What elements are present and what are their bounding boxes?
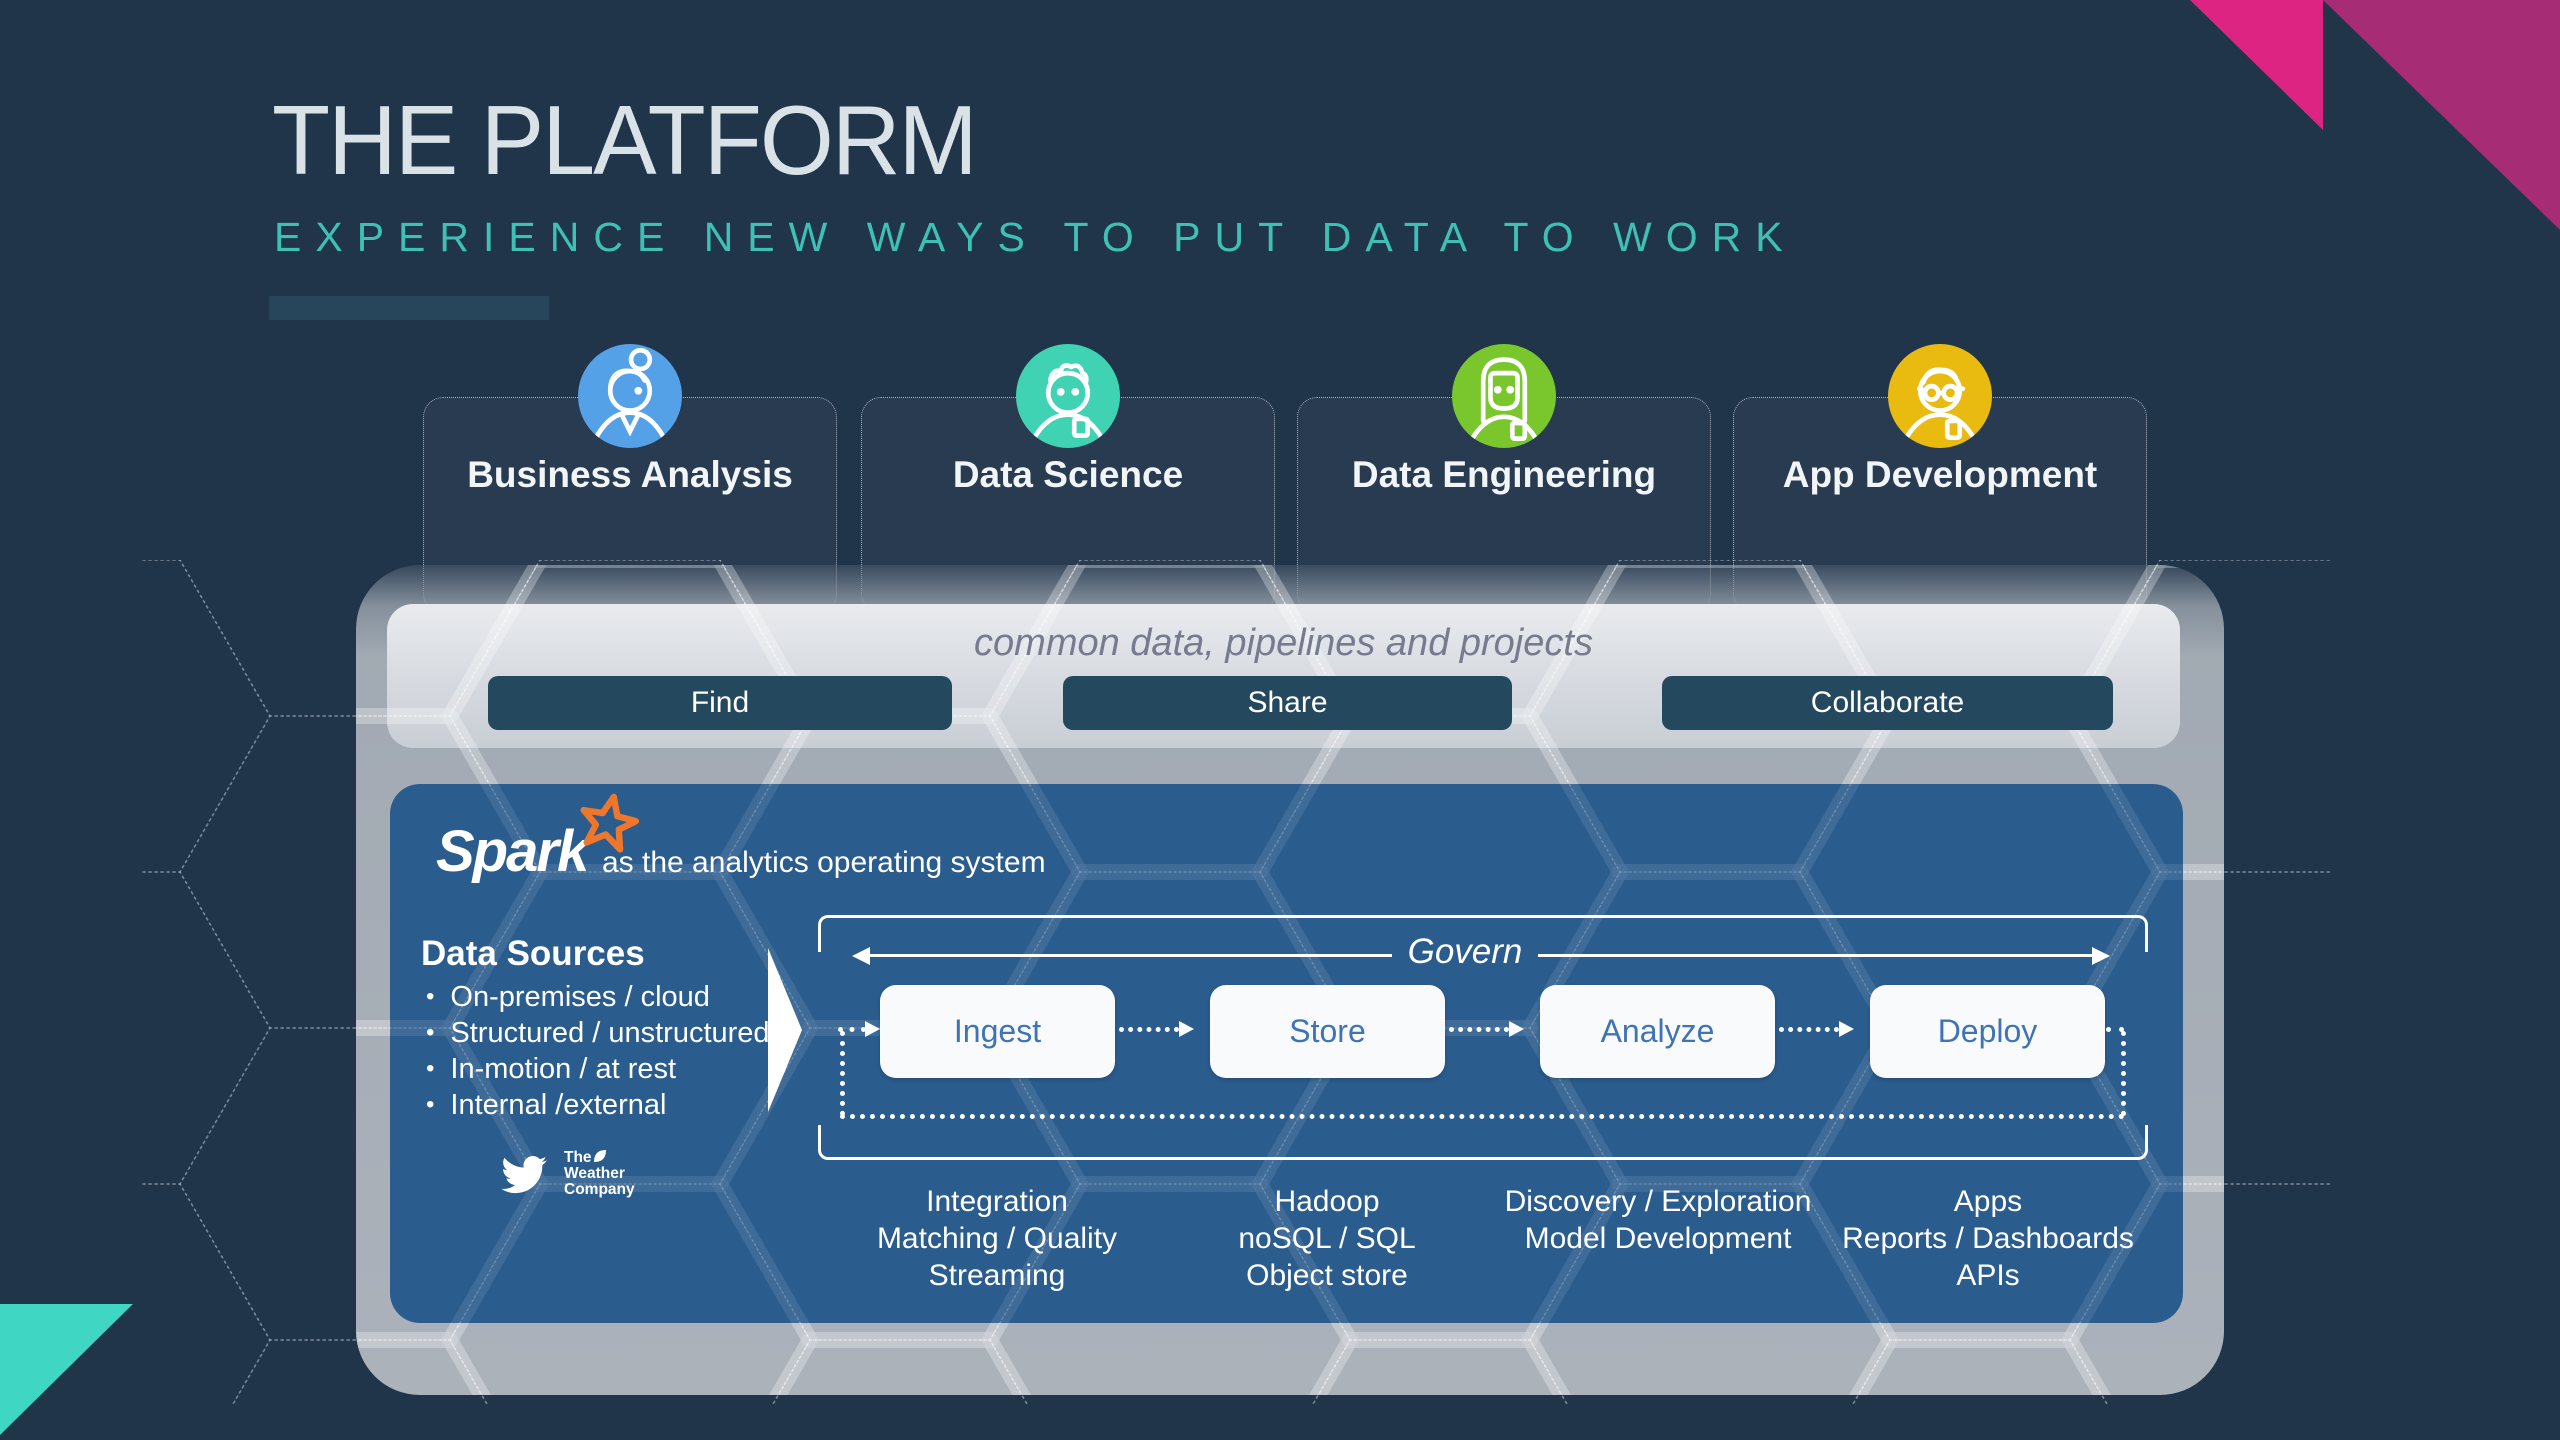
pipeline-stage-deploy[interactable]: Deploy xyxy=(1870,985,2105,1078)
spark-panel: Spark as the analytics operating system … xyxy=(390,784,2183,1323)
data-sources-item: Internal /external xyxy=(426,1088,770,1124)
persona-card-label: Business Analysis xyxy=(467,454,793,495)
accent-bar xyxy=(269,296,549,320)
spark-caption: as the analytics operating system xyxy=(602,846,1046,879)
capability-line: Integration xyxy=(926,1185,1068,1218)
govern-bracket-top xyxy=(818,915,2148,952)
govern-arrow-right xyxy=(1538,954,2096,957)
persona-card-label: Data Science xyxy=(952,454,1184,495)
platform-container: common data, pipelines and projects Find… xyxy=(356,565,2224,1395)
capability-line: Model Development xyxy=(1524,1222,1792,1255)
feedback-loop-exit xyxy=(2106,1027,2124,1032)
persona-card-label: App Development xyxy=(1782,454,2098,495)
pipeline-entry-arrow-icon xyxy=(865,1021,880,1037)
spark-star-icon xyxy=(580,793,640,853)
data-sources-title: Data Sources xyxy=(421,934,645,973)
pipeline-arrow-dash xyxy=(1779,1027,1839,1032)
page-subtitle: EXPERIENCE NEW WAYS TO PUT DATA TO WORK xyxy=(274,214,1797,260)
corner-triangle-magenta-icon xyxy=(2323,0,2560,230)
share-button[interactable]: Share xyxy=(1063,676,1512,730)
capability-line: Discovery / Exploration xyxy=(1504,1185,1812,1218)
capability-line: Matching / Quality xyxy=(876,1222,1118,1255)
pipeline-arrowhead-icon xyxy=(1179,1021,1194,1037)
feedback-loop-right xyxy=(2121,1031,2126,1116)
capability-line: Streaming xyxy=(928,1259,1066,1292)
capability-column-store: Hadoop noSQL / SQL Object store xyxy=(1107,1183,1547,1294)
corner-triangle-teal-icon xyxy=(0,1304,133,1435)
commons-caption: common data, pipelines and projects xyxy=(974,622,1593,664)
govern-label: Govern xyxy=(1407,932,1523,971)
govern-arrowhead-left-icon xyxy=(852,947,870,965)
persona-card-label: Data Engineering xyxy=(1351,454,1657,495)
business-analyst-avatar-icon xyxy=(578,344,682,448)
govern-arrowhead-right-icon xyxy=(2092,947,2110,965)
pipeline-stage-store[interactable]: Store xyxy=(1210,985,1445,1078)
weather-logo-line: Company xyxy=(564,1181,635,1198)
leaf-icon xyxy=(593,1150,606,1162)
capability-column-deploy: Apps Reports / Dashboards APIs xyxy=(1768,1183,2183,1294)
capability-column-ingest: Integration Matching / Quality Streaming xyxy=(777,1183,1217,1294)
corner-triangle-pink-icon xyxy=(2190,0,2323,130)
data-sources-logos: The Weather Company xyxy=(501,1150,635,1204)
govern-bracket-bottom xyxy=(818,1125,2148,1160)
twitter-icon xyxy=(501,1156,548,1194)
pipeline-arrowhead-icon xyxy=(1509,1021,1524,1037)
data-sources-item: Structured / unstructured xyxy=(426,1016,769,1052)
pipeline-arrowhead-icon xyxy=(1839,1021,1854,1037)
spark-wordmark: Spark xyxy=(436,819,589,884)
capability-column-analyze: Discovery / Exploration Model Developmen… xyxy=(1438,1183,1878,1257)
pipeline-entry-dash xyxy=(838,1027,866,1032)
weather-logo-line: Weather xyxy=(564,1165,625,1182)
find-button[interactable]: Find xyxy=(488,676,952,730)
capability-line: noSQL / SQL xyxy=(1238,1222,1416,1255)
collaborate-button[interactable]: Collaborate xyxy=(1662,676,2113,730)
govern-arrow-left xyxy=(868,954,1392,957)
data-flow-arrow-icon xyxy=(768,948,802,1112)
page-title: THE PLATFORM xyxy=(272,85,978,195)
feedback-loop-left xyxy=(840,1031,845,1116)
weather-company-logo: The Weather Company xyxy=(564,1150,635,1198)
capability-line: Object store xyxy=(1246,1259,1408,1292)
app-developer-avatar-icon xyxy=(1888,344,1992,448)
pipeline-arrow-dash xyxy=(1449,1027,1509,1032)
pipeline-arrow-dash xyxy=(1119,1027,1179,1032)
data-engineer-avatar-icon xyxy=(1452,344,1556,448)
capability-line: Reports / Dashboards xyxy=(1842,1222,2134,1255)
feedback-loop-bottom xyxy=(840,1114,2125,1119)
capability-line: Apps xyxy=(1953,1185,2023,1218)
capability-line: Hadoop xyxy=(1274,1185,1380,1218)
pipeline-stage-analyze[interactable]: Analyze xyxy=(1540,985,1775,1078)
capability-line: APIs xyxy=(1956,1259,2020,1292)
weather-logo-line: The xyxy=(564,1149,592,1166)
data-sources-list: On-premises / cloud Structured / unstruc… xyxy=(426,980,770,1124)
data-sources-item: In-motion / at rest xyxy=(426,1052,770,1088)
data-sources-item: On-premises / cloud xyxy=(426,980,770,1016)
pipeline-stage-ingest[interactable]: Ingest xyxy=(880,985,1115,1078)
data-scientist-avatar-icon xyxy=(1016,344,1120,448)
